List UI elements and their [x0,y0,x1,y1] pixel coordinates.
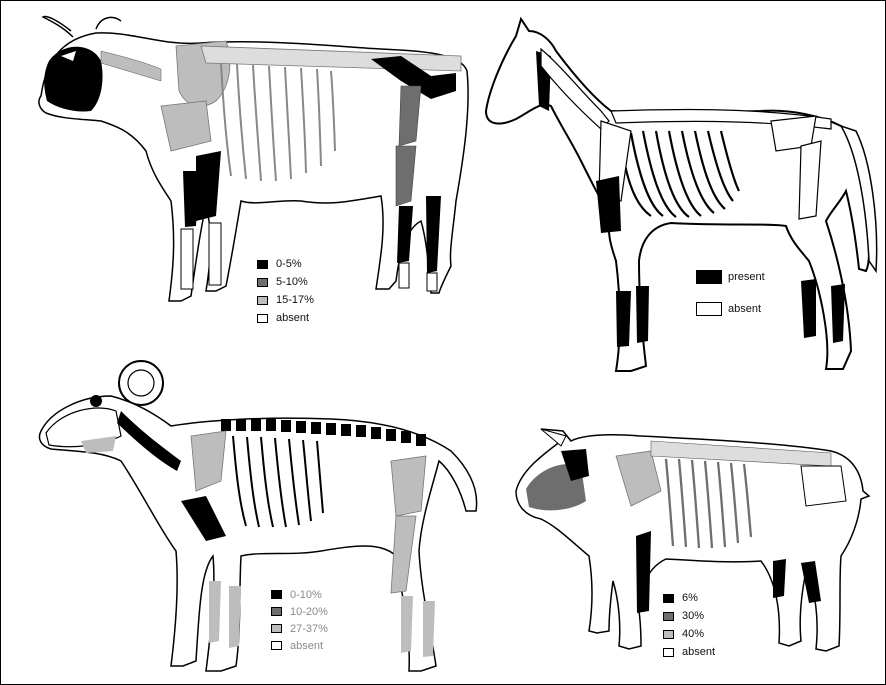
legend-label: 30% [682,610,704,622]
legend-swatch [257,296,268,305]
legend-swatch [663,648,674,657]
sheep-legend: 0-10% 10-20% 27-37% absent [271,586,328,654]
legend-entry: 30% [663,607,715,625]
legend-swatch [663,612,674,621]
legend-swatch [271,641,282,650]
legend-entry: 0-5% [257,255,314,273]
legend-entry: 10-20% [271,603,328,620]
legend-label: absent [682,646,715,658]
legend-swatch [257,314,268,323]
legend-entry: 5-10% [257,273,314,291]
legend-label: 5-10% [276,276,308,288]
legend-swatch [271,590,282,599]
legend-label: absent [728,303,761,315]
legend-swatch [257,278,268,287]
legend-swatch [257,260,268,269]
legend-swatch [271,607,282,616]
legend-entry: 15-17% [257,291,314,309]
legend-label: absent [276,312,309,324]
legend-label: present [728,271,765,283]
legend-entry: absent [271,637,328,654]
legend-label: 0-10% [290,589,322,601]
cattle-illustration [1,1,481,346]
legend-label: 0-5% [276,258,302,270]
legend-entry: 27-37% [271,620,328,637]
legend-label: 6% [682,592,698,604]
cattle-panel: 0-5% 5-10% 15-17% absent [1,1,481,346]
legend-entry: 6% [663,589,715,607]
legend-label: absent [290,640,323,652]
legend-swatch [663,594,674,603]
legend-swatch [663,630,674,639]
pig-legend: 6% 30% 40% absent [663,589,715,661]
legend-swatch [271,624,282,633]
horse-legend: present absent [696,261,765,325]
horse-illustration [471,1,886,391]
legend-entry: 0-10% [271,586,328,603]
pig-panel: 6% 30% 40% absent [501,411,885,684]
legend-label: 40% [682,628,704,640]
legend-entry: absent [257,309,314,327]
sheep-panel: 0-10% 10-20% 27-37% absent [1,341,501,684]
legend-entry: absent [696,293,765,325]
legend-label: 10-20% [290,606,328,618]
legend-label: 27-37% [290,623,328,635]
legend-entry: present [696,261,765,293]
cattle-legend: 0-5% 5-10% 15-17% absent [257,255,314,327]
legend-label: 15-17% [276,294,314,306]
sheep-illustration [1,341,501,684]
legend-entry: 40% [663,625,715,643]
legend-entry: absent [663,643,715,661]
horse-panel: present absent [471,1,886,391]
legend-swatch [696,270,722,284]
legend-swatch [696,302,722,316]
